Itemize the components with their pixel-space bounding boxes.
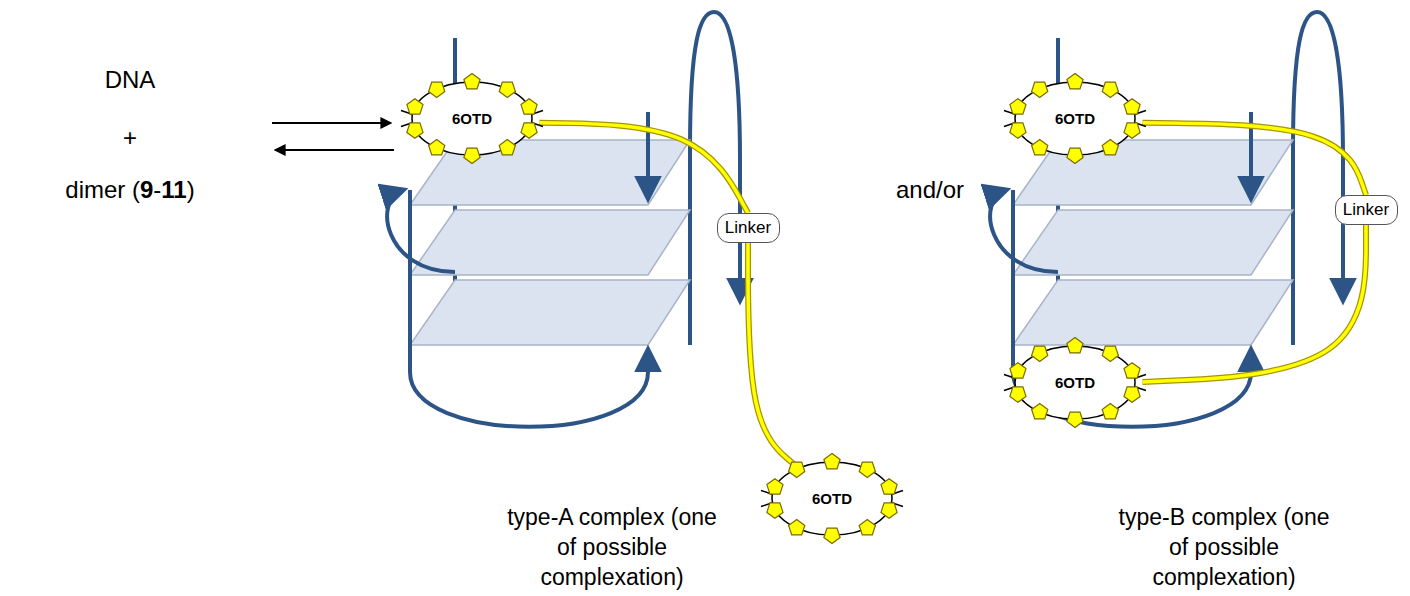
linker-outline [1143,123,1367,195]
oxazole-ring [1067,412,1083,427]
oxazole-ring [1067,73,1083,88]
oxazole-ring [1124,362,1140,377]
oxazole-ring [859,462,875,477]
g-quadruplex [387,12,740,427]
oxazole-ring [767,502,783,517]
oxazole-ring [1067,337,1083,352]
node-text: 6OTD [812,490,852,507]
oxazole-ring [881,502,897,517]
node-text: Linker [1343,200,1389,220]
node-text: 6OTD [452,110,492,127]
node-text: 6OTD [1055,110,1095,127]
oxazole-ring [1124,122,1140,137]
oxazole-ring [521,122,537,137]
text-label: + [123,124,137,153]
equilibrium-arrow [272,122,390,124]
oxazole-ring [1010,122,1026,137]
text-label: DNA [105,66,156,95]
oxazole-ring [464,73,480,88]
oxazole-ring [499,139,515,154]
linker-chain [748,243,795,465]
oxazole-ring [499,82,515,97]
oxazole-ring [1102,403,1118,418]
linker-outline [1143,225,1367,382]
oxazole-ring [824,528,840,543]
linker-box: Linker [717,213,780,243]
linker-chain [540,123,749,213]
oxazole-ring [1010,98,1026,113]
oxazole-ring [1102,82,1118,97]
oxazole-ring [1124,386,1140,401]
oxazole-ring [407,122,423,137]
text-fragment: ) [187,176,195,203]
text-label: dimer (9-11) [65,176,194,205]
oxazole-ring [789,462,805,477]
macrocycle-ring [412,82,532,155]
text-fragment: - [153,176,161,203]
oxazole-ring [1010,386,1026,401]
oxazole-ring [1067,148,1083,163]
macrocycle-ring [772,462,892,535]
node-text: 6OTD [1055,374,1095,391]
linker-outline [748,243,795,465]
oxazole-ring [464,148,480,163]
linker-outline [540,123,749,213]
oxazole-ring [1032,403,1048,418]
oxazole-ring [1124,98,1140,113]
oxazole-ring [824,453,840,468]
macrocycle-ring [1015,346,1135,419]
macrocycle: 6OTD [1000,335,1150,430]
equilibrium-arrow [276,149,394,151]
oxazole-ring [521,98,537,113]
macrocycle-ring [1015,82,1135,155]
oxazole-ring [859,519,875,534]
oxazole-ring [789,519,805,534]
oxazole-ring [1032,82,1048,97]
text-fragment: 11 [161,176,186,203]
oxazole-ring [1102,346,1118,361]
oxazole-ring [429,82,445,97]
oxazole-ring [407,98,423,113]
linker-chain [1143,123,1367,195]
macrocycle: 6OTD [1000,71,1150,166]
oxazole-ring [429,139,445,154]
oxazole-ring [767,478,783,493]
oxazole-ring [881,478,897,493]
caption: type-A complex (one of possible complexa… [500,503,725,593]
node-text: Linker [725,218,771,238]
text-fragment: dimer ( [65,176,140,203]
oxazole-ring [1032,139,1048,154]
text-fragment: 9 [140,176,153,203]
oxazole-ring [1102,139,1118,154]
macrocycle: 6OTD [397,71,547,166]
text-label: and/or [896,176,964,205]
linker-box: Linker [1335,195,1398,225]
macrocycle: 6OTD [757,451,907,546]
oxazole-ring [1032,346,1048,361]
caption: type-B complex (one of possible complexa… [1112,503,1337,593]
linker-chain [1143,225,1367,382]
oxazole-ring [1010,362,1026,377]
